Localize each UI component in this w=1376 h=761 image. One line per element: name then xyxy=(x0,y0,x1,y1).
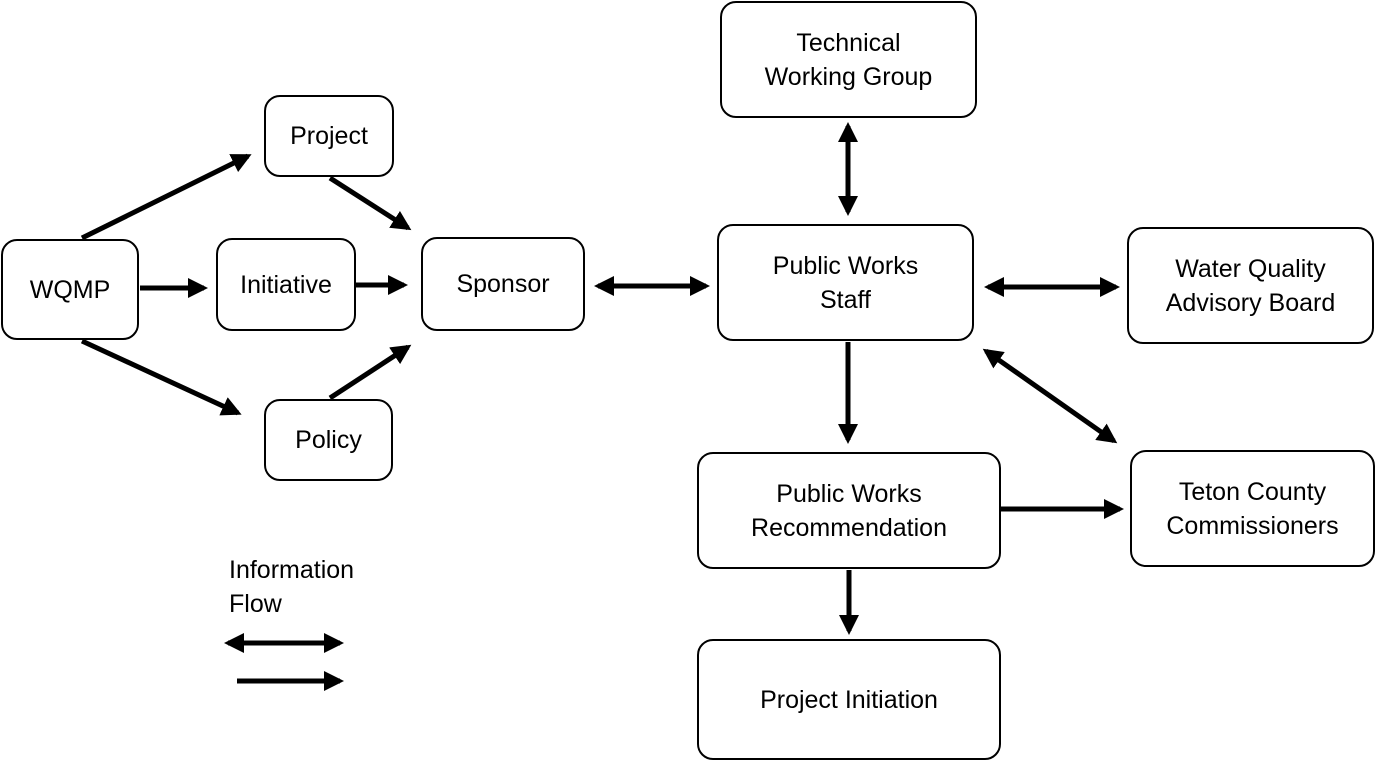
arrow-staff-teton-commissioners xyxy=(982,348,1118,444)
node-teton-county-commissioners: Teton County Commissioners xyxy=(1130,450,1375,567)
arrow-project-to-sponsor xyxy=(328,175,412,231)
node-policy: Policy xyxy=(264,399,393,481)
node-sponsor: Sponsor xyxy=(421,237,585,331)
node-public-works-recommendation: Public Works Recommendation xyxy=(697,452,1001,569)
arrow-wqmp-to-project xyxy=(80,153,252,241)
node-wqmp: WQMP xyxy=(1,239,139,340)
node-water-quality-advisory-board: Water Quality Advisory Board xyxy=(1127,227,1374,344)
arrow-policy-to-sponsor xyxy=(328,344,412,401)
node-initiative: Initiative xyxy=(216,238,356,331)
legend-title: Information Flow xyxy=(229,556,355,618)
node-project-initiation: Project Initiation xyxy=(697,639,1001,760)
arrow-wqmp-to-policy xyxy=(80,338,242,416)
node-project: Project xyxy=(264,95,394,177)
node-public-works-staff: Public Works Staff xyxy=(717,224,974,341)
node-technical-working-group: Technical Working Group xyxy=(720,1,977,118)
